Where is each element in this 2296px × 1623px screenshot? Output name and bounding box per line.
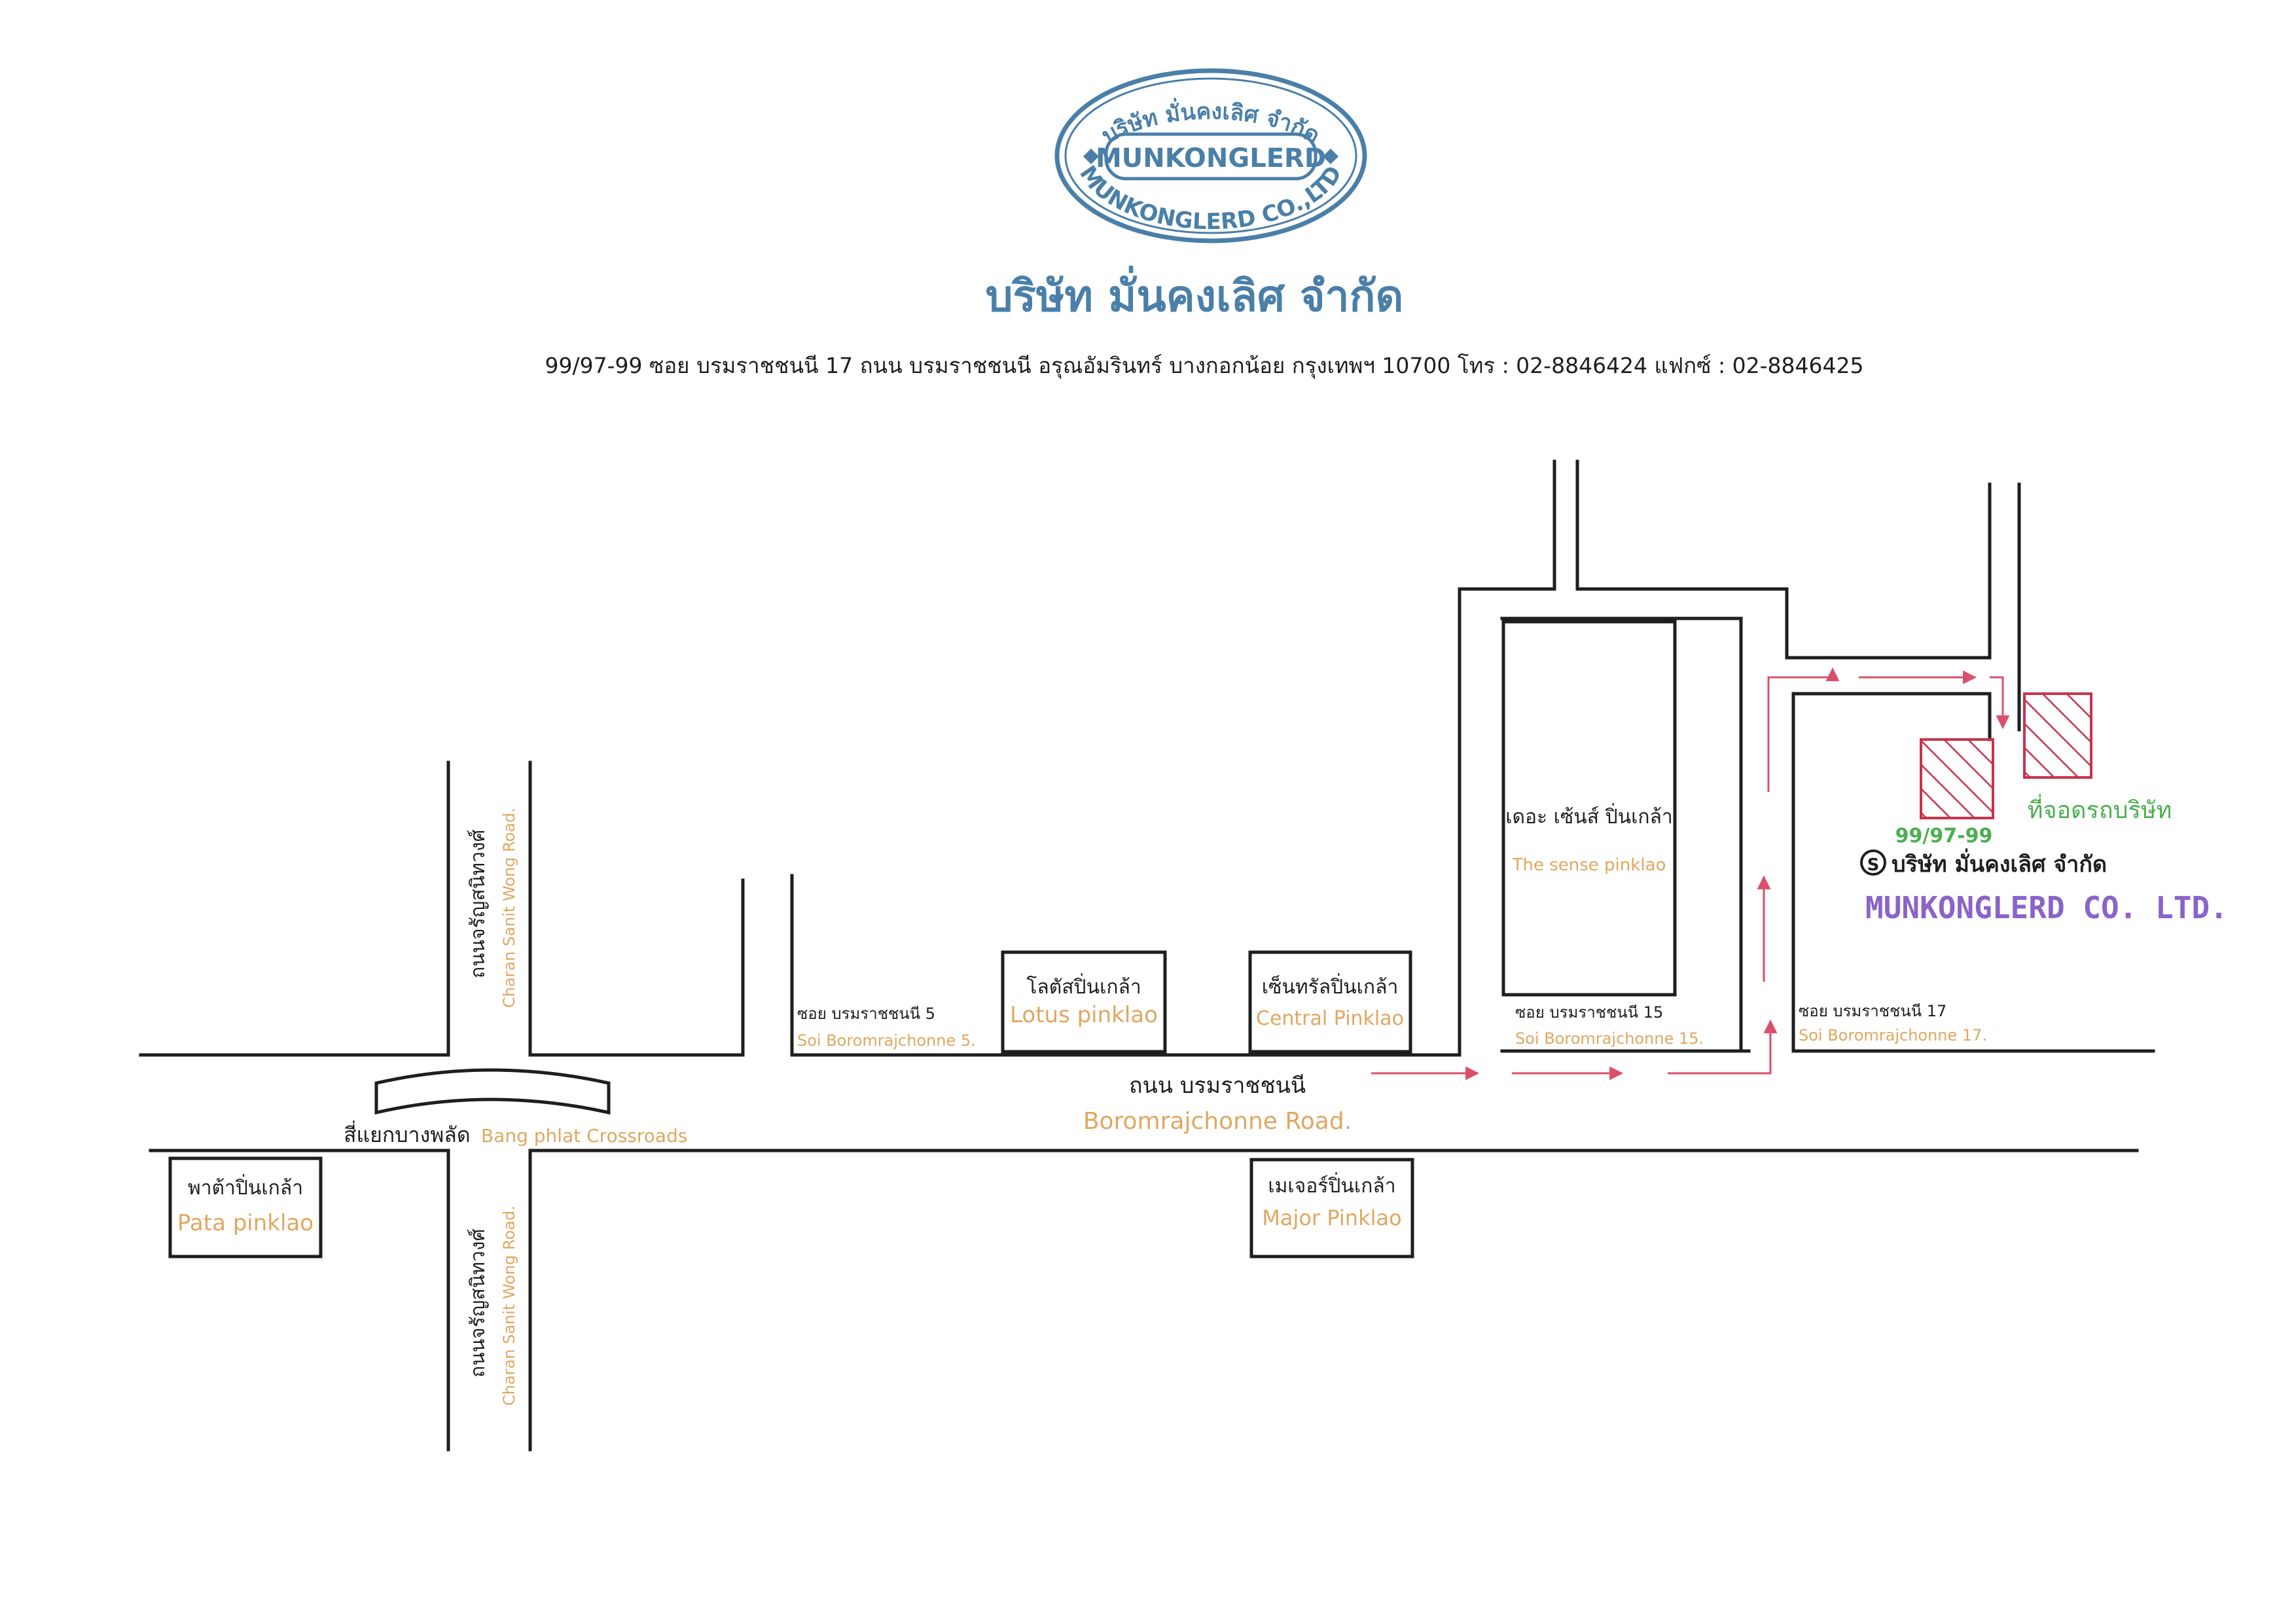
crossroads-overpass <box>374 1068 611 1115</box>
logo-upper-text: บริษัท มั่นคงเลิศ จำกัด <box>1098 97 1324 149</box>
major-label-th: เมเจอร์ปิ่นเกล้า <box>1268 1172 1395 1198</box>
arrow-icon <box>1668 1019 1778 1075</box>
logo-center-text: MUNKONGLERD <box>1096 143 1326 173</box>
arrow-icon <box>1990 676 2010 730</box>
lotus-label-en: Lotus pinklao <box>1010 1002 1158 1028</box>
charan-road-label-en-lower: Charan Sanit Wong Road. <box>500 1205 518 1406</box>
lotus-label-th: โลตัสปิ่นเกล้า <box>1026 973 1141 999</box>
company-label-en: MUNKONGLERD CO. LTD. <box>1865 890 2228 925</box>
main-road-label-en: Boromrajchonne Road. <box>1083 1108 1352 1135</box>
pata-label-th: พาต้าปิ่นเกล้า <box>188 1174 303 1200</box>
crossroads-label-en: Bang phlat Crossroads <box>481 1125 687 1147</box>
major-label-en: Major Pinklao <box>1262 1205 1401 1230</box>
central-label-en: Central Pinklao <box>1256 1007 1404 1030</box>
sense-label-th: เดอะ เซ้นส์ ปิ่นเกล้า <box>1505 803 1673 829</box>
sense-label-en: The sense pinklao <box>1512 855 1666 875</box>
main-road-label-th: ถนน บรมราชชนนี <box>1129 1073 1306 1099</box>
company-label-th: บริษัท มั่นคงเลิศ จำกัด <box>1892 848 2107 878</box>
company-building <box>1920 738 1994 819</box>
soi15-label-th: ซอย บรมราชชนนี 15 <box>1515 1003 1663 1022</box>
soi17-label-th: ซอย บรมราชชนนี 17 <box>1799 1002 1946 1020</box>
building-major <box>1249 1158 1414 1258</box>
charan-road-label-th-upper: ถนนจรัญสนิทวงศ์ <box>467 829 490 978</box>
company-address: 99/97-99 ซอย บรมราชชนนี 17 ถนน บรมราชชนน… <box>545 353 1863 379</box>
building-the-sense <box>1501 620 1677 997</box>
soi15-label-en: Soi Boromrajchonne 15. <box>1515 1029 1704 1048</box>
road-network <box>139 459 2155 1452</box>
soi5-label-th: ซอย บรมราชชนนี 5 <box>797 1005 935 1023</box>
company-logo-seal: บริษัท มั่นคงเลิศ จำกัด MUNKONGLERD MUNK… <box>1054 68 1367 243</box>
marker-symbol: S <box>1867 855 1880 875</box>
parking-label: ที่จอดรถบริษัท <box>2028 794 2172 824</box>
soi5-label-en: Soi Boromrajchonne 5. <box>797 1031 976 1050</box>
pata-label-en: Pata pinklao <box>177 1210 314 1236</box>
arrow-icon <box>1767 667 1840 792</box>
charan-road-label-th-lower: ถนนจรัญสนิทวงศ์ <box>467 1228 490 1378</box>
company-name-title: บริษัท มั่นคงเลิศ จำกัด <box>986 265 1404 321</box>
building-pata <box>168 1156 323 1258</box>
building-lotus <box>1001 950 1167 1054</box>
building-central <box>1248 950 1412 1054</box>
soi17-label-en: Soi Boromrajchonne 17. <box>1799 1026 1987 1044</box>
s-circle-icon: S <box>1860 849 1886 876</box>
crossroads-label-th: สี่แยกบางพลัด <box>344 1120 471 1147</box>
charan-road-label-en-upper: Charan Sanit Wong Road. <box>500 808 518 1008</box>
route-arrows <box>1371 667 2010 1080</box>
company-parking-building <box>2023 692 2092 779</box>
house-number-label: 99/97-99 <box>1895 825 1993 847</box>
central-label-th: เซ็นทรัลปิ่นเกล้า <box>1262 973 1399 999</box>
